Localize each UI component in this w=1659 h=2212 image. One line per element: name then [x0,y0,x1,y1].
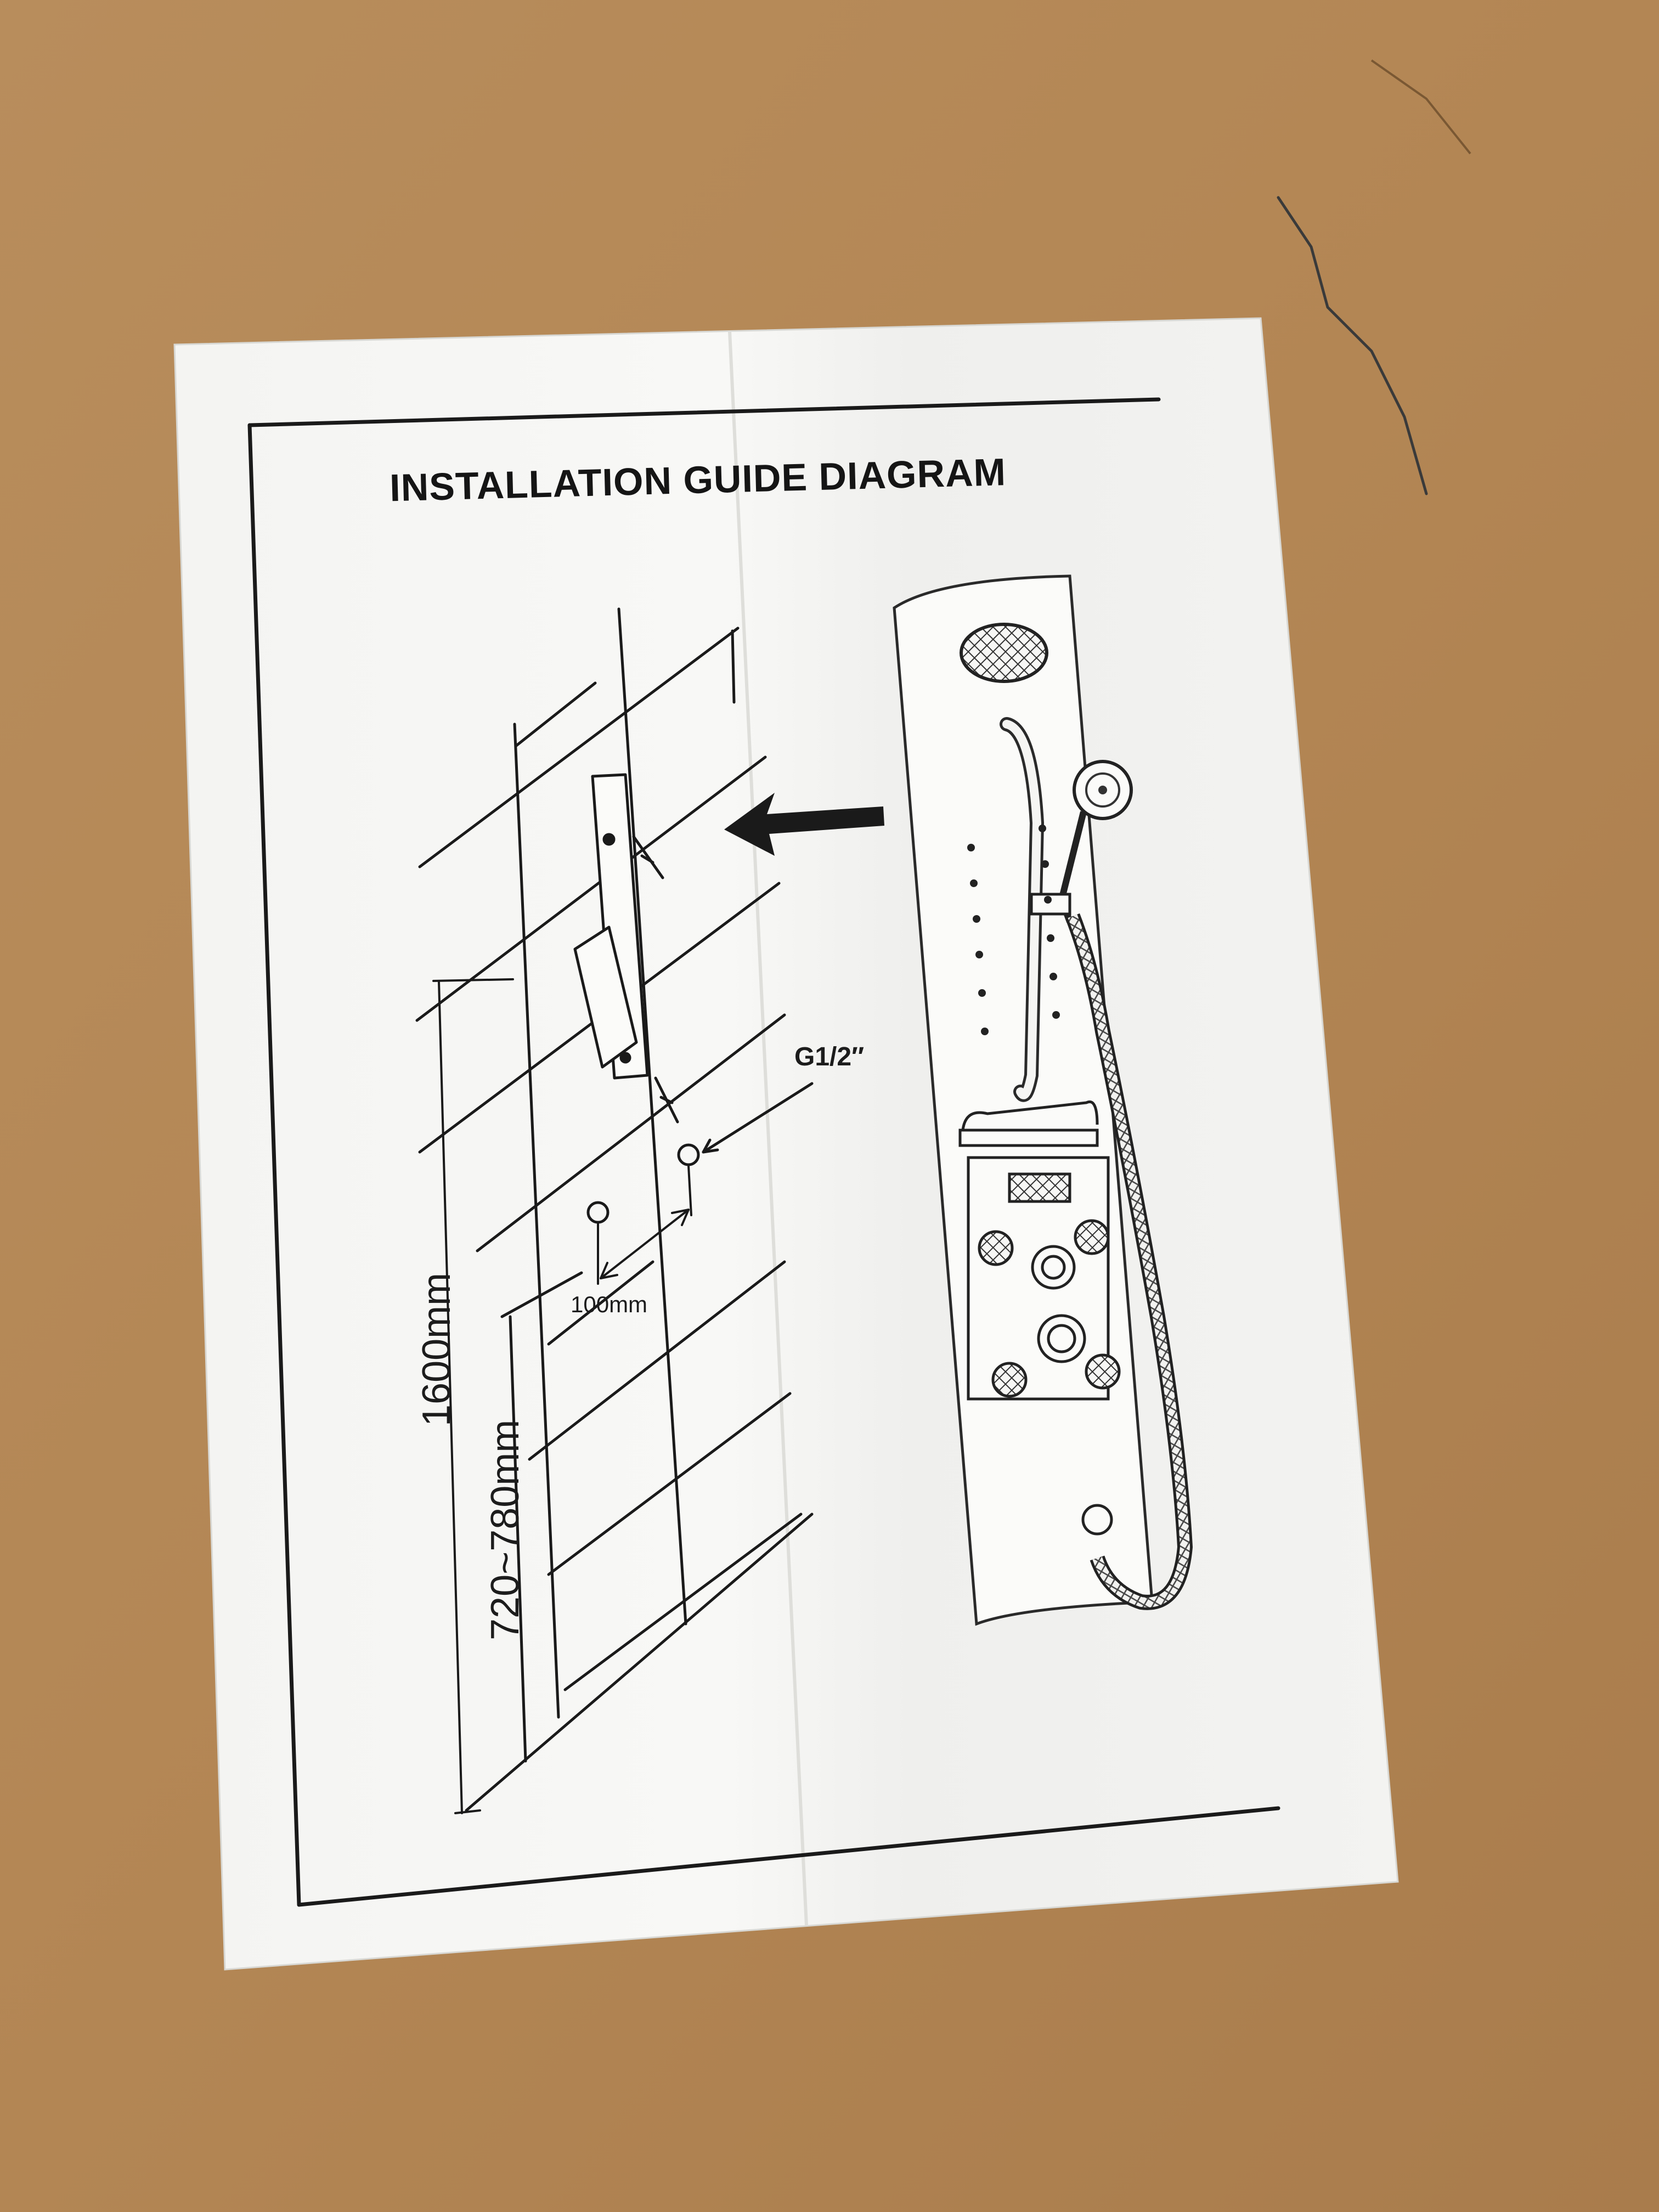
paper-sheet [173,317,1399,1971]
water-inlet-right [677,1143,700,1166]
jet-knob-bottom-right [1085,1353,1121,1390]
left-arrow-icon [724,793,884,856]
mounting-bracket [573,773,649,1080]
cardboard-crack-2 [1370,59,1471,155]
thread-size-label: G1/2″ [794,1042,864,1071]
body-jets [967,825,1060,1035]
paper-fold [728,331,808,1926]
screw-upper [632,835,664,879]
height-dimension-1600 [432,978,514,1814]
jet-knob-bottom-left [991,1362,1028,1398]
hose-outlet [1081,1504,1113,1536]
control-module [967,1156,1121,1401]
screw-lower [654,1076,679,1124]
jet-knob-top-right [1074,1219,1110,1255]
thread-callout [702,1082,814,1154]
spacing-label: 100mm [571,1291,647,1317]
height-label-720-780: 720~780mm [483,1420,527,1640]
rain-head-icon [960,623,1048,683]
shelf [958,1100,1099,1147]
height-label-1600: 1600mm [415,1273,459,1426]
shower-panel-illustration [893,574,1193,1626]
cardboard-crack [1277,196,1428,495]
border-frame [247,397,1280,1907]
height-dimension-720-780 [500,1271,583,1763]
jet-knob-top-left [978,1230,1014,1266]
spacing-dimension [597,1165,692,1285]
